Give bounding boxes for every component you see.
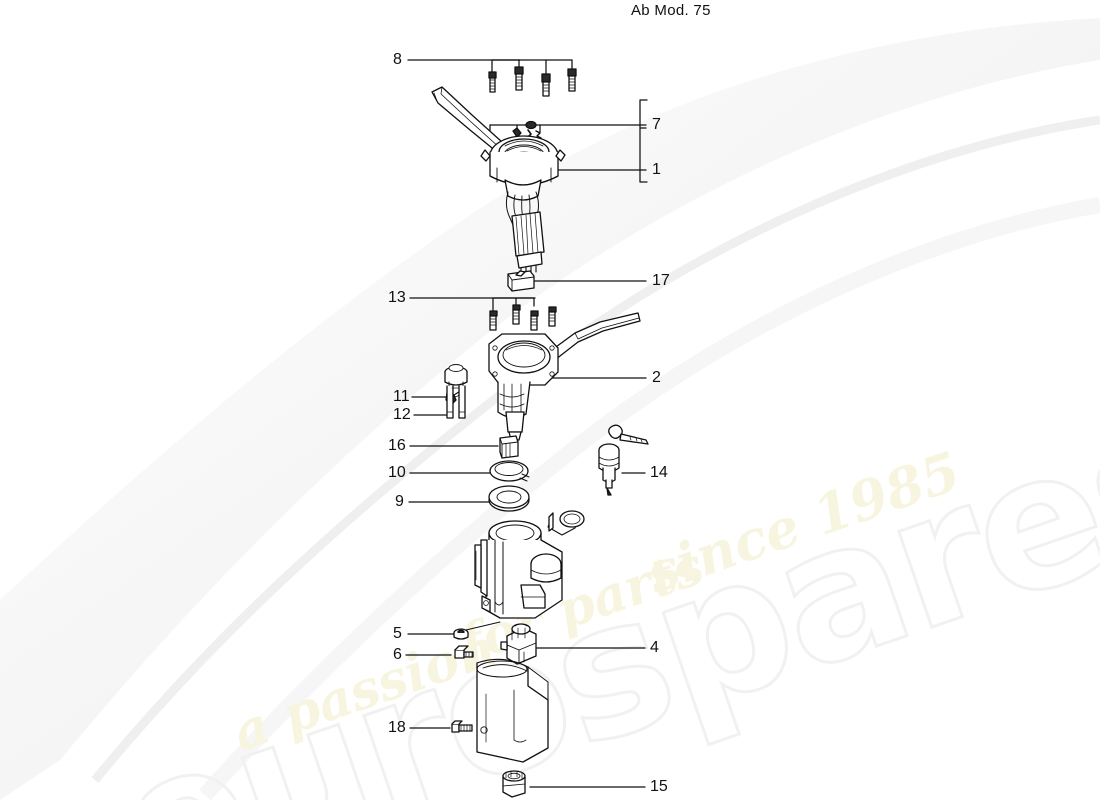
callout-11: 11 [393,388,410,405]
callout-7: 7 [652,116,661,133]
part-4-ignition-switch [500,623,537,665]
part-15-clamp-nut [502,770,526,798]
callout-5: 5 [393,625,402,642]
steering-column-cover [476,658,549,763]
steering-lock-housing [474,510,585,619]
callout-10: 10 [388,464,406,481]
part-9-bearing-ring [488,485,530,512]
callout-2: 2 [652,369,661,386]
callout-15: 15 [650,778,668,795]
part-12-slip-ring-unit [444,364,468,419]
callout-4: 4 [650,639,659,656]
part-1-combination-switch [431,86,566,276]
part-8-mounting-screws [488,66,577,97]
callout-1: 1 [652,161,661,178]
part-14-lock-cylinder [598,424,649,496]
part-18-shear-bolt [451,720,473,733]
part-17-connector-plug [507,270,535,292]
part-16-spacer-block [499,435,519,459]
callout-17: 17 [652,272,670,289]
part-10-circlip [489,460,530,482]
part-5-washer [453,621,501,640]
callout-12: 12 [393,406,411,423]
callout-8: 8 [393,51,402,68]
callout-13: 13 [388,289,406,306]
part-6-bolt [454,645,474,659]
callout-16: 16 [388,437,406,454]
callout-18: 18 [388,719,406,736]
callout-9: 9 [395,493,404,510]
callout-6: 6 [393,646,402,663]
callout-14: 14 [650,464,668,481]
page-title: Ab Mod. 75 [631,2,711,19]
part-13-fixing-screws [489,304,557,331]
part-2-switch-carrier [488,312,641,441]
